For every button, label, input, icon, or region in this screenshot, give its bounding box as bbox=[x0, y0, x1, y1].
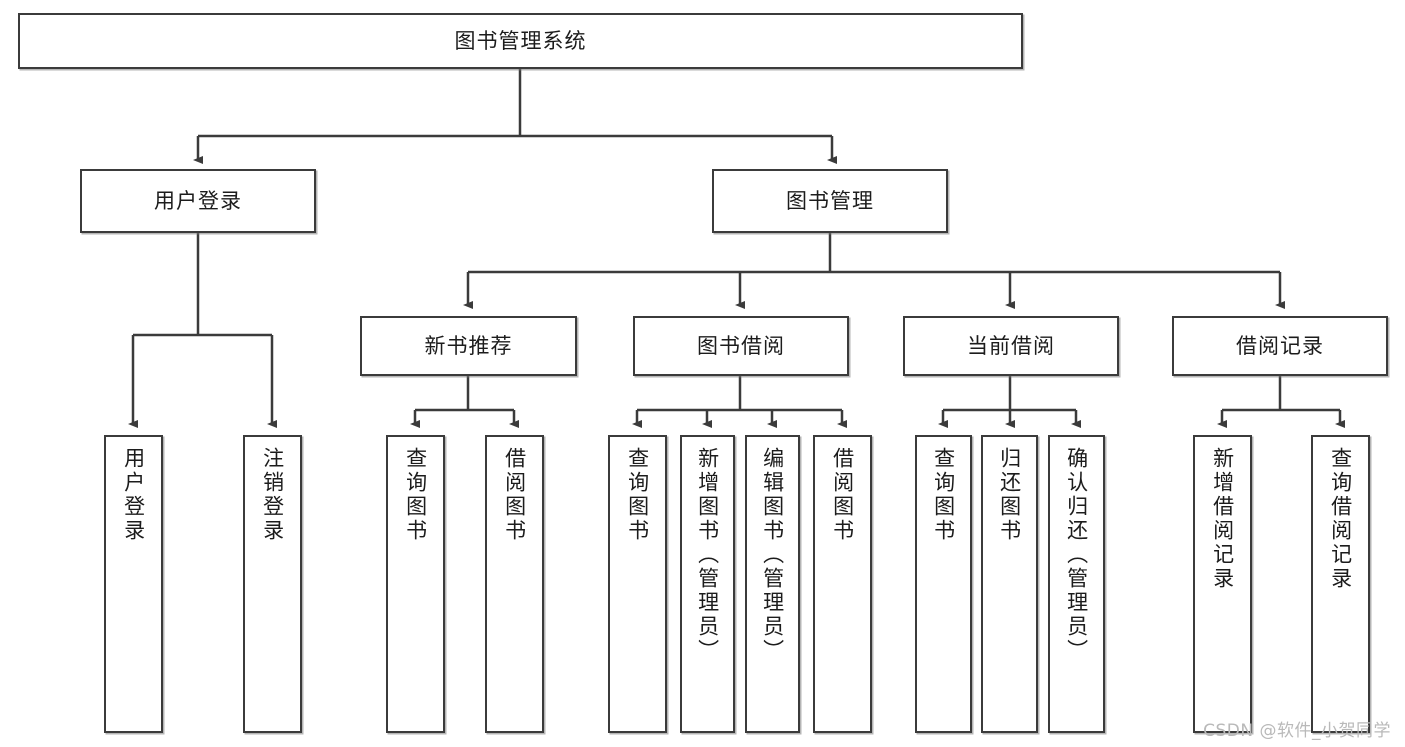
node-book-borrow[interactable]: 图书借阅 bbox=[633, 316, 849, 376]
leaf-edit-book-admin[interactable]: 编辑图书（管理员） bbox=[745, 435, 800, 733]
node-user-login[interactable]: 用户登录 bbox=[80, 169, 316, 233]
node-current-borrow[interactable]: 当前借阅 bbox=[903, 316, 1119, 376]
node-label: 借阅图书 bbox=[502, 447, 527, 543]
node-label: 用户登录 bbox=[121, 447, 146, 543]
leaf-query-borrow-record[interactable]: 查询借阅记录 bbox=[1311, 435, 1370, 733]
node-borrow-record[interactable]: 借阅记录 bbox=[1172, 316, 1388, 376]
leaf-borrow-book-new-recommend[interactable]: 借阅图书 bbox=[485, 435, 544, 733]
leaf-query-book-new-recommend[interactable]: 查询图书 bbox=[386, 435, 445, 733]
leaf-user-login[interactable]: 用户登录 bbox=[104, 435, 163, 733]
node-label: 编辑图书（管理员） bbox=[760, 447, 785, 663]
node-book-management[interactable]: 图书管理 bbox=[712, 169, 948, 233]
leaf-borrow-book-borrow[interactable]: 借阅图书 bbox=[813, 435, 872, 733]
node-label: 新书推荐 bbox=[424, 333, 513, 358]
node-label: 查询借阅记录 bbox=[1328, 447, 1353, 591]
node-label: 图书管理 bbox=[786, 188, 874, 213]
node-label: 图书管理系统 bbox=[454, 28, 587, 53]
leaf-confirm-return-admin[interactable]: 确认归还（管理员） bbox=[1048, 435, 1105, 733]
node-label: 当前借阅 bbox=[967, 333, 1055, 358]
node-book-management-system[interactable]: 图书管理系统 bbox=[18, 13, 1023, 69]
node-label: 用户登录 bbox=[154, 188, 242, 213]
node-label: 确认归还（管理员） bbox=[1064, 447, 1089, 663]
leaf-query-book-current[interactable]: 查询图书 bbox=[915, 435, 972, 733]
leaf-query-book-borrow[interactable]: 查询图书 bbox=[608, 435, 667, 733]
leaf-add-book-admin[interactable]: 新增图书（管理员） bbox=[680, 435, 735, 733]
node-label: 借阅记录 bbox=[1236, 333, 1324, 358]
node-label: 归还图书 bbox=[997, 447, 1022, 543]
node-label: 图书借阅 bbox=[697, 333, 785, 358]
node-label: 借阅图书 bbox=[830, 447, 855, 543]
leaf-logout-login[interactable]: 注销登录 bbox=[243, 435, 302, 733]
node-label: 新增图书（管理员） bbox=[695, 447, 720, 663]
node-label: 新增借阅记录 bbox=[1210, 447, 1235, 591]
leaf-add-borrow-record[interactable]: 新增借阅记录 bbox=[1193, 435, 1252, 733]
node-label: 查询图书 bbox=[625, 447, 650, 543]
node-label: 注销登录 bbox=[260, 447, 285, 543]
leaf-return-book[interactable]: 归还图书 bbox=[981, 435, 1038, 733]
node-label: 查询图书 bbox=[931, 447, 956, 543]
node-new-book-recommend[interactable]: 新书推荐 bbox=[360, 316, 577, 376]
node-label: 查询图书 bbox=[403, 447, 428, 543]
csdn-watermark: CSDN @软件_小贺同学 bbox=[1203, 721, 1391, 741]
